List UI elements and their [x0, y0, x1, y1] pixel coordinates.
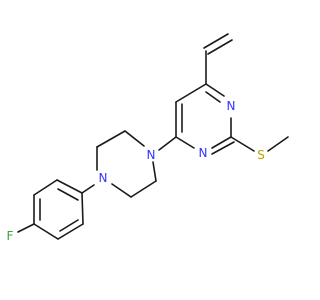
bond-ph-4 [33, 223, 59, 240]
methylthio-group [230, 136, 289, 152]
atom-label-n-pip-upper: N [147, 148, 156, 162]
bond-pyr-c4-n3 [175, 136, 195, 149]
bond-ph-5 [57, 223, 84, 240]
atom-labels: N N N N S F [7, 99, 265, 243]
bond-ph-1 [56, 179, 83, 194]
bond-pip-bottom [130, 180, 157, 198]
bond-pip-right-up [152, 161, 157, 182]
bond-c-f [17, 223, 35, 233]
bond-pyr-n1-c6-double [205, 91, 221, 103]
bond-pyr-c6-c5 [175, 83, 207, 103]
bond-ph-6 [81, 192, 84, 225]
atom-label-n-pyr-upper: N [227, 99, 236, 113]
bond-vinyl-double-a [203, 33, 229, 49]
atom-label-n-pip-lower: N [99, 171, 108, 185]
bond-pip-n-upper-left [124, 130, 145, 147]
pyrimidine-ring [175, 83, 235, 155]
bond-ph-5-inner [59, 219, 79, 232]
bond-pyr-n1-c6 [205, 83, 225, 97]
atom-label-s: S [257, 148, 265, 162]
vinyl-group [203, 33, 233, 85]
atom-label-n-pyr-lower: N [199, 146, 208, 160]
bond-ph-2 [33, 179, 58, 196]
bond-pyr-n3-c2 [211, 136, 232, 149]
bond-c2-s [230, 136, 255, 152]
bond-s-methyl [267, 136, 289, 152]
bond-pip-top [96, 130, 126, 148]
atom-label-f: F [7, 229, 14, 243]
piperazine-ring [96, 130, 157, 198]
fluorophenyl-ring [33, 179, 84, 240]
bond-vinyl-double-b [207, 39, 233, 55]
molecule-structure: N N N N S F [7, 33, 289, 243]
bond-ph-1-inner [57, 188, 79, 201]
bond-pip-phenyl [81, 184, 95, 194]
bond-pip-n-lower-right [111, 183, 132, 198]
bond-pyr-n3-c2-double [211, 141, 235, 155]
bond-pyr-pip [158, 136, 177, 151]
